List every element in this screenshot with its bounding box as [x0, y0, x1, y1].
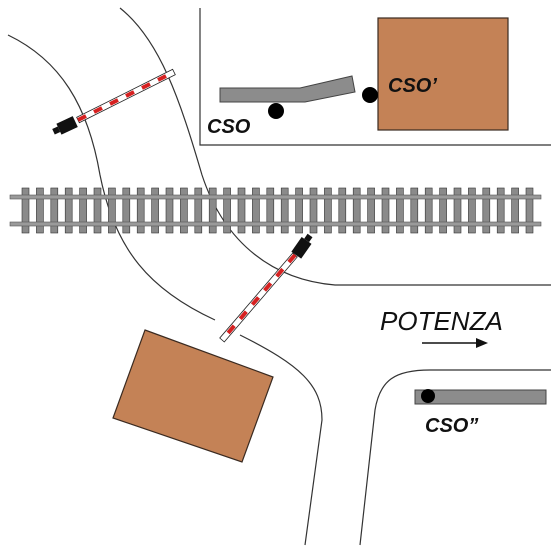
- barrier-stripe: [287, 253, 297, 264]
- rail-bottom: [9, 221, 542, 227]
- label-direction: POTENZA: [380, 306, 503, 336]
- railway-track: [9, 187, 542, 234]
- track-sleeper: [324, 187, 332, 234]
- track-sleeper: [237, 187, 246, 234]
- pipe-cso-double: [414, 389, 547, 405]
- track-sleeper: [194, 187, 203, 234]
- track-sleeper: [439, 187, 447, 234]
- building-yard: [377, 17, 509, 131]
- track-sleeper: [93, 187, 102, 234]
- barrier-stripe: [77, 114, 87, 122]
- level-crossing-barrier-icon: [52, 116, 78, 135]
- barrier-arm-lower-right: [219, 252, 298, 343]
- track-sleeper: [108, 187, 116, 234]
- barrier-stripe: [93, 106, 103, 114]
- barrier-stripe: [141, 82, 151, 90]
- track-sleeper: [223, 187, 231, 234]
- barrier-stripe: [250, 296, 261, 306]
- pipe-cso: [219, 75, 356, 103]
- sensor-cso-double: [421, 389, 435, 403]
- track-sleeper: [151, 187, 159, 234]
- track-sleeper: [496, 187, 505, 234]
- track-sleeper: [21, 187, 30, 234]
- sensor-cso: [268, 103, 284, 119]
- label-cso-double: CSO”: [425, 415, 478, 437]
- barrier-stripe: [157, 74, 167, 82]
- track-sleeper: [295, 187, 303, 234]
- track-sleeper: [396, 187, 404, 234]
- arrow-right-icon: [422, 338, 488, 348]
- track-sleeper: [525, 187, 534, 234]
- track-sleeper: [367, 187, 375, 234]
- level-crossing-barrier-icon: [291, 233, 313, 259]
- barrier-lower-right: [219, 233, 313, 343]
- track-sleeper: [453, 187, 462, 234]
- road-edge-left-outer: [7, 34, 216, 321]
- building-lower-left: [112, 329, 274, 463]
- label-cso-prime: CSO’: [388, 75, 437, 97]
- track-sleeper: [136, 187, 145, 234]
- track-sleeper: [64, 187, 73, 234]
- track-sleeper: [309, 187, 318, 234]
- barrier-stripe: [275, 267, 285, 278]
- barrier-upper-left: [52, 68, 176, 135]
- track-sleeper: [338, 187, 347, 234]
- track-sleeper: [165, 187, 174, 234]
- barrier-stripe: [109, 98, 119, 106]
- track-sleeper: [424, 187, 433, 234]
- track-sleeper: [252, 187, 260, 234]
- track-sleeper: [50, 187, 59, 234]
- track-sleeper: [468, 187, 476, 234]
- track-sleeper: [208, 187, 217, 234]
- track-sleeper: [36, 187, 44, 234]
- track-sleeper: [410, 187, 419, 234]
- barrier-stripe: [238, 310, 248, 321]
- track-sleeper: [180, 187, 188, 234]
- yard-boundary: [199, 8, 551, 146]
- barrier-stripe: [263, 281, 273, 292]
- track-sleeper: [280, 187, 289, 234]
- road-edge-lower-left: [239, 334, 323, 546]
- track-sleeper: [482, 187, 491, 234]
- track-sleeper: [266, 187, 275, 234]
- track-sleeper: [381, 187, 390, 234]
- barrier-stripe: [226, 324, 236, 335]
- track-sleepers: [21, 187, 534, 234]
- road-edges: [7, 7, 551, 546]
- rail-top: [9, 194, 542, 200]
- track-sleeper: [511, 187, 519, 234]
- track-sleeper: [79, 187, 87, 234]
- sensor-cso-prime: [362, 87, 378, 103]
- barrier-arm-upper-left: [76, 68, 176, 124]
- track-sleeper: [352, 187, 361, 234]
- road-edge-left-inner: [119, 7, 551, 286]
- label-cso: CSO: [207, 116, 251, 138]
- track-sleeper: [122, 187, 131, 234]
- road-edge-lower-right: [359, 369, 551, 546]
- barrier-stripe: [125, 90, 135, 98]
